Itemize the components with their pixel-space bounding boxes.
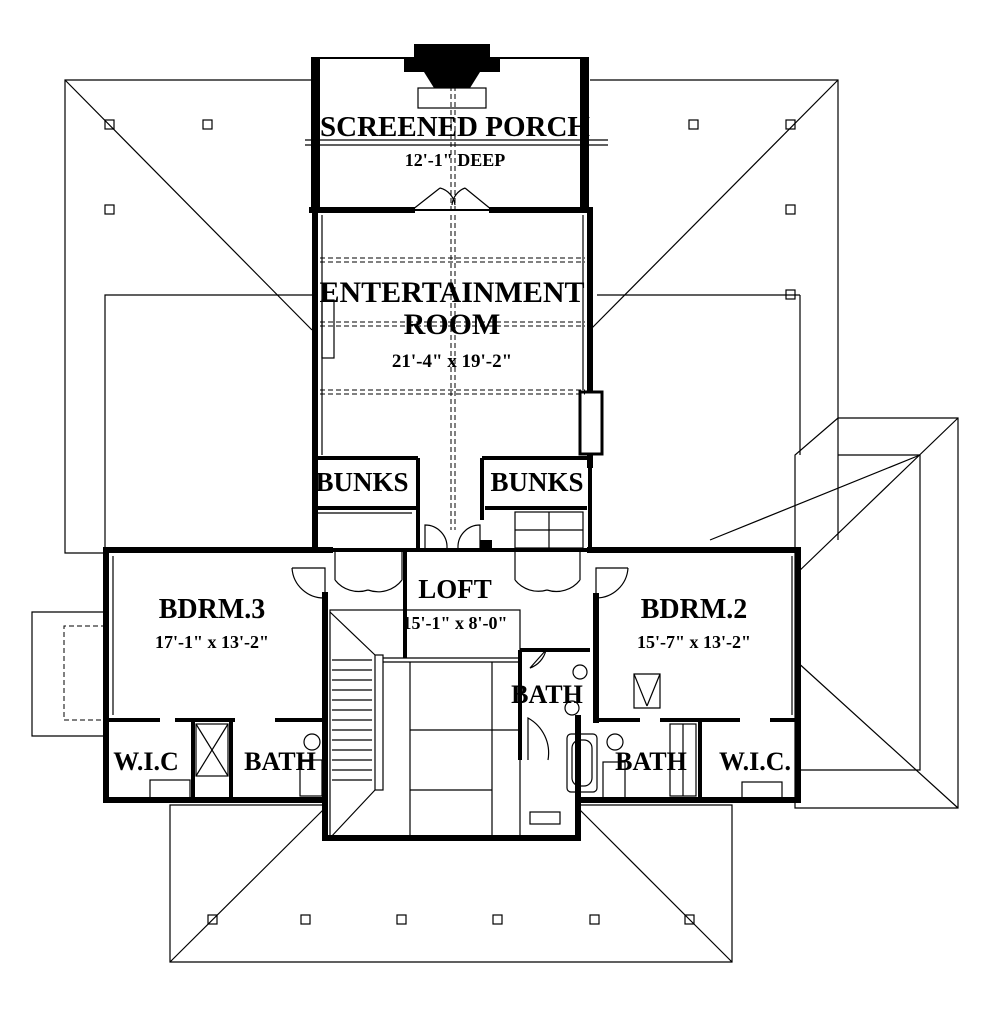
- entertainment-room-dim: 21'-4" x 19'-2": [392, 351, 512, 372]
- stair-treads: [332, 659, 372, 781]
- screened-porch-dim: 12'-1" DEEP: [405, 150, 506, 170]
- main-walls: [103, 547, 801, 841]
- entertainment-room-label-line2: ROOM: [404, 308, 501, 341]
- bunks-right-label: BUNKS: [490, 467, 583, 497]
- bdrm3-dim: 17'-1" x 13'-2": [155, 632, 269, 652]
- loft-dim: 15'-1" x 8'-0": [403, 613, 508, 633]
- wic-left-label: W.I.C: [113, 747, 179, 776]
- loft-label: LOFT: [418, 574, 492, 604]
- screened-porch-label: SCREENED PORCH: [320, 111, 590, 143]
- bath-right-label: BATH: [615, 747, 687, 776]
- bunks-left-label: BUNKS: [315, 467, 408, 497]
- wic-right-label: W.I.C.: [719, 747, 791, 776]
- screened-porch-walls: [305, 44, 608, 211]
- room-labels: SCREENED PORCH 12'-1" DEEP ENTERTAINMENT…: [113, 111, 791, 776]
- bath-center-label: BATH: [511, 680, 583, 709]
- bdrm2-label: BDRM.2: [641, 594, 748, 625]
- entertainment-room-label-line1: ENTERTAINMENT: [319, 276, 584, 309]
- bdrm3-label: BDRM.3: [159, 594, 266, 625]
- bath-left-label: BATH: [244, 747, 316, 776]
- bunks-walls: [312, 456, 592, 551]
- roof-posts: [104, 119, 796, 925]
- bdrm2-dim: 15'-7" x 13'-2": [637, 632, 751, 652]
